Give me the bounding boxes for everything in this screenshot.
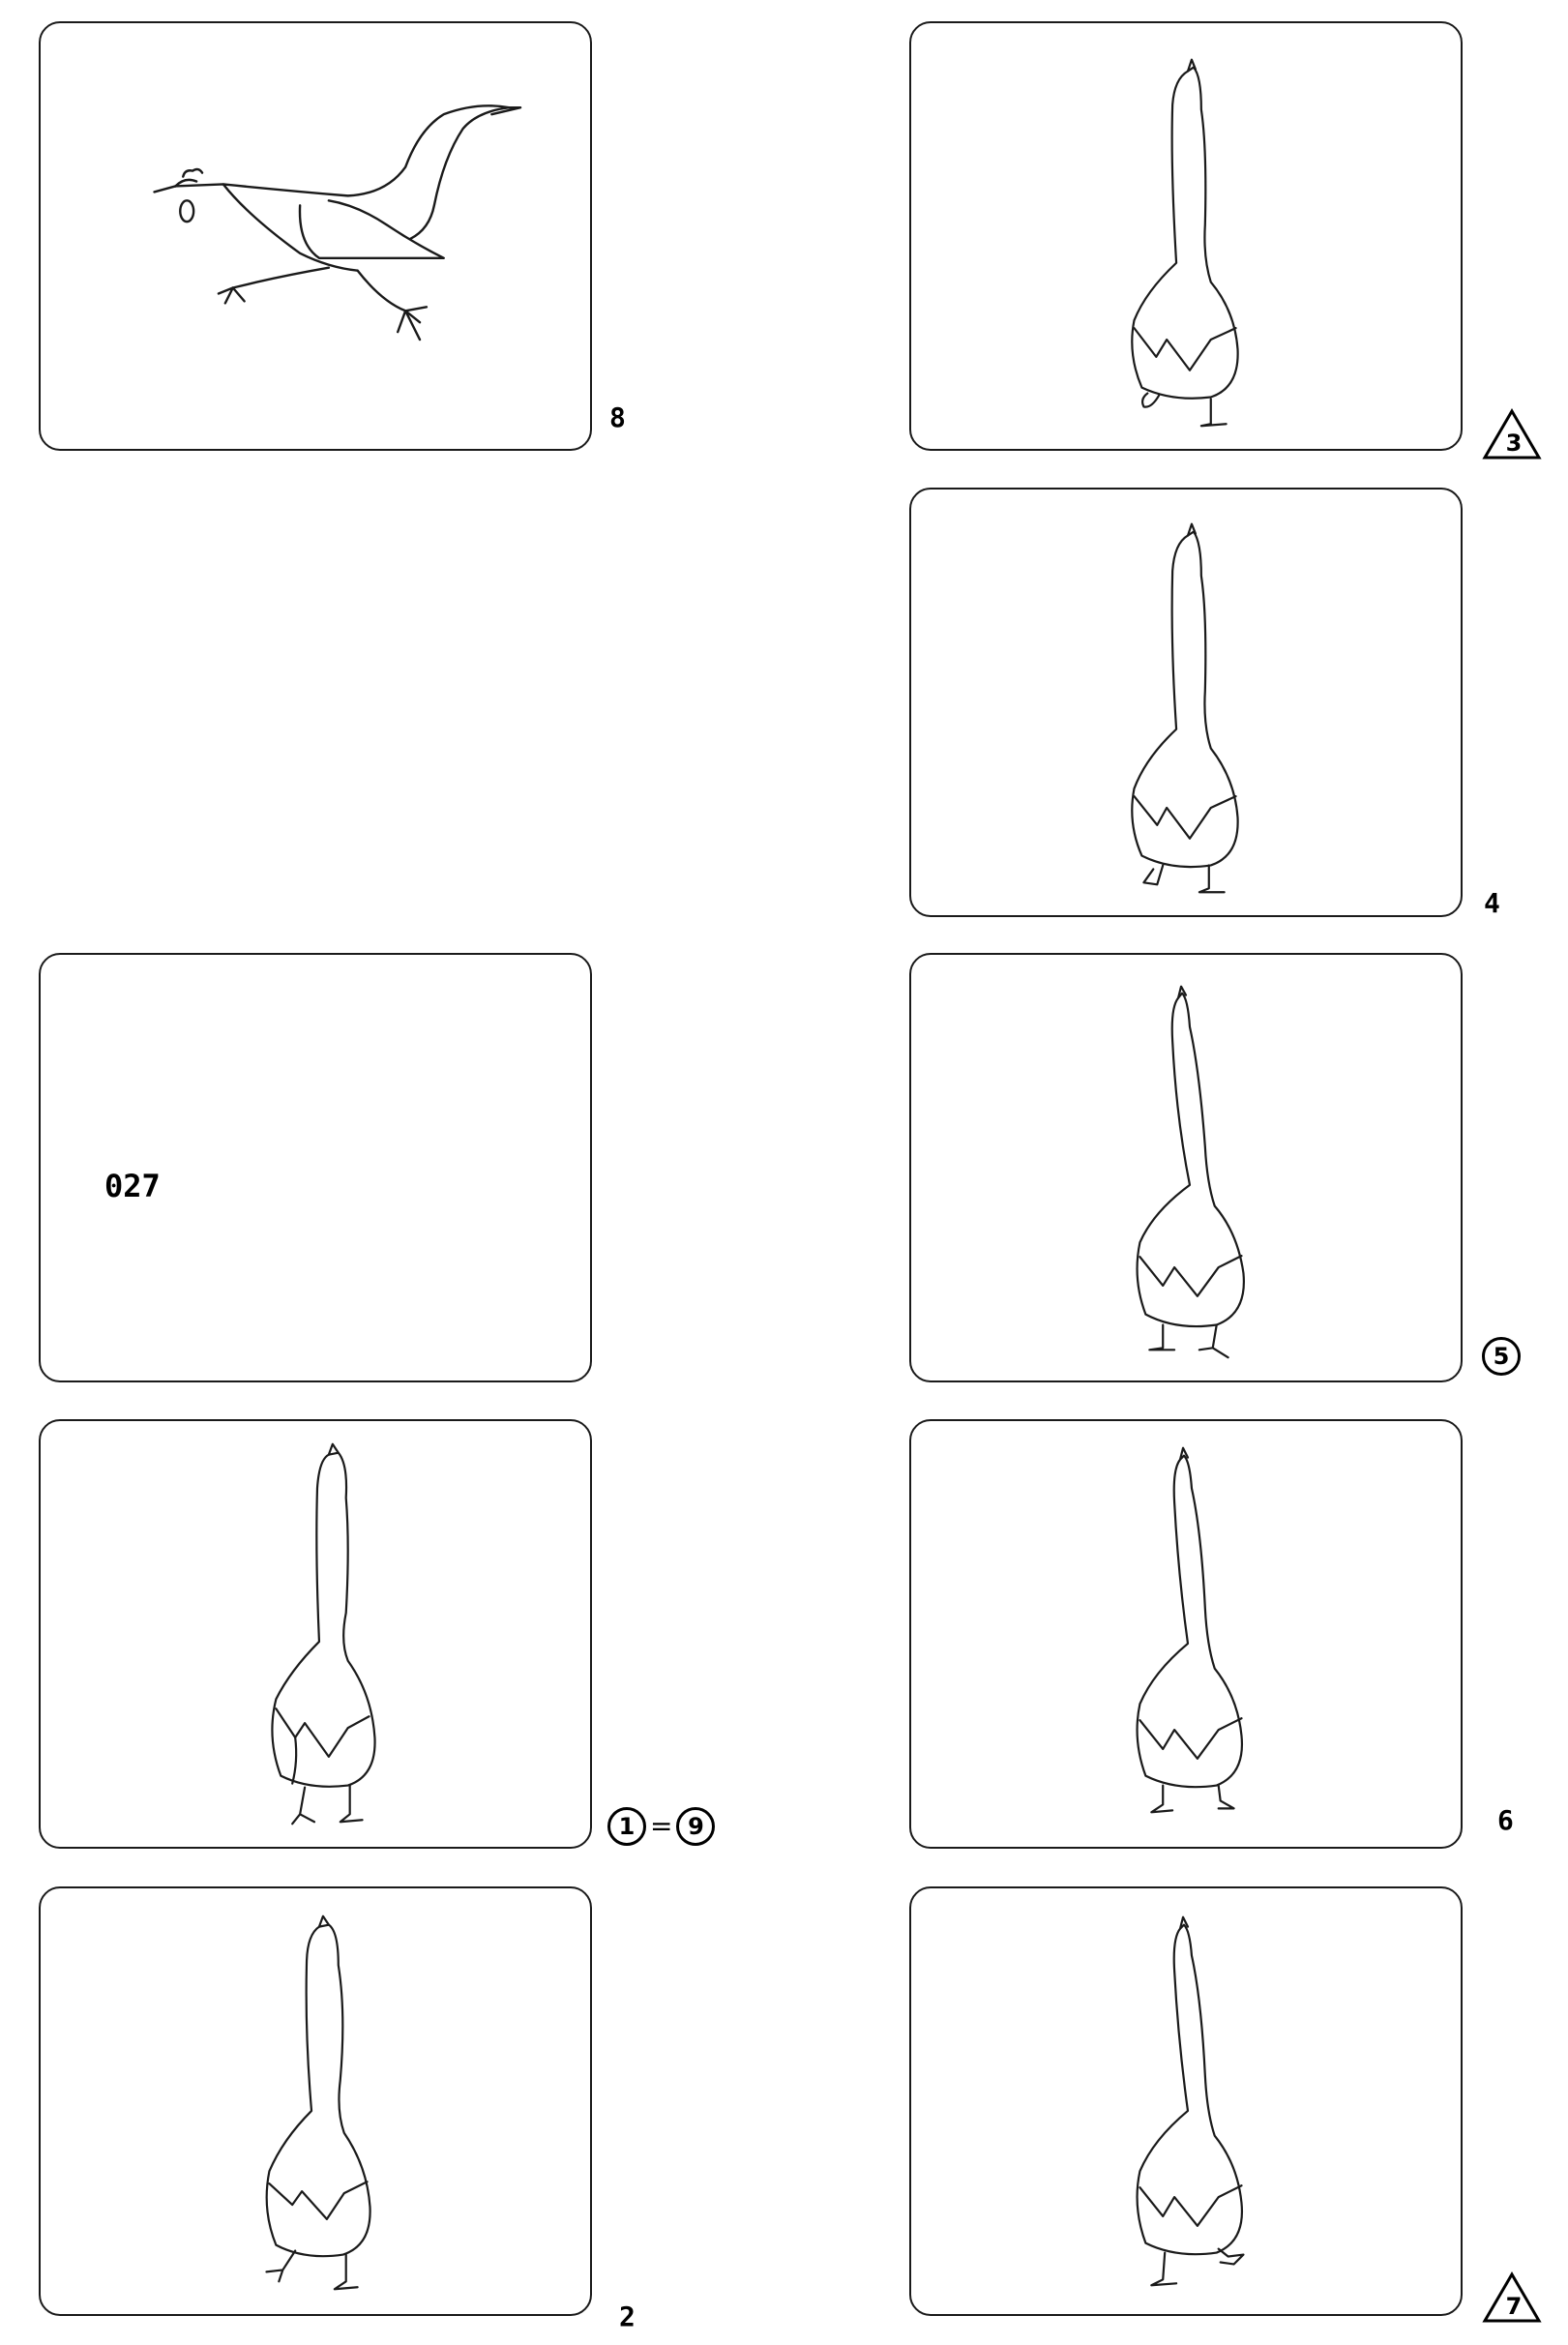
frame-number-1-equals-9: 1 = 9 — [607, 1807, 716, 1846]
frame-4-panel — [909, 488, 1463, 917]
goose-back-drawing-7 — [911, 1888, 1461, 2314]
circled-number-5: 5 — [1482, 1337, 1521, 1376]
frame-7-panel — [909, 1886, 1463, 2316]
frame-2-panel — [39, 1886, 592, 2316]
goose-back-drawing-6 — [911, 1421, 1461, 1847]
goose-back-drawing-2 — [41, 1888, 590, 2314]
triangle-number-3: 3 — [1506, 430, 1523, 457]
scene-code: 027 — [104, 1168, 161, 1204]
goose-back-drawing-5 — [911, 955, 1461, 1380]
frame-8-runner-panel — [39, 21, 592, 451]
frame-number-4: 4 — [1484, 887, 1500, 919]
frame-number-3-triangle: 3 — [1482, 408, 1542, 460]
frame-number-8: 8 — [609, 401, 626, 433]
frame-3-panel — [909, 21, 1463, 451]
frame-number-2: 2 — [619, 2300, 636, 2332]
frame-6-panel — [909, 1419, 1463, 1849]
goose-back-drawing-1 — [41, 1421, 590, 1847]
equals-sign: = — [650, 1810, 673, 1842]
goose-back-drawing-3 — [911, 23, 1461, 449]
frame-5-panel — [909, 953, 1463, 1382]
goose-back-drawing-4 — [911, 490, 1461, 915]
running-bird-drawing — [41, 23, 590, 449]
triangle-number-7: 7 — [1506, 2293, 1523, 2320]
circled-number-1: 1 — [607, 1807, 646, 1846]
circled-number-9: 9 — [676, 1807, 716, 1846]
slate-panel: 027 — [39, 953, 592, 1382]
frame-1-panel — [39, 1419, 592, 1849]
frame-number-5-circle: 5 — [1482, 1337, 1521, 1376]
frame-number-6: 6 — [1497, 1804, 1514, 1836]
frame-number-7-triangle: 7 — [1482, 2271, 1542, 2324]
